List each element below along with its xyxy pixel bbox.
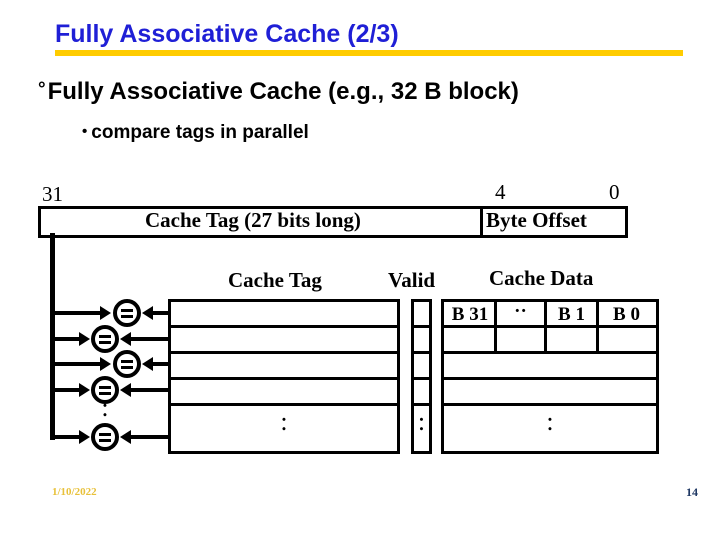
tag-compare-return-row-4	[130, 388, 180, 392]
data-cell-divider	[544, 302, 547, 328]
cache-tag-rows-ellipsis: :	[271, 407, 297, 436]
address-bit-4-label: 4	[495, 180, 506, 204]
table-row[interactable]	[171, 380, 397, 406]
address-bit-0-label: 0	[609, 180, 620, 204]
bullet-level1-text: Fully Associative Cache (e.g., 32 B bloc…	[47, 78, 519, 105]
tag-return-arrow-row-2	[120, 332, 131, 346]
ellipsis-dot: :	[280, 407, 288, 436]
bullet-level1-marker: °	[38, 79, 46, 100]
table-row[interactable]	[414, 328, 429, 354]
tag-wire-row-5	[50, 435, 82, 439]
tag-compare-return-row-3	[152, 362, 180, 366]
ellipsis-dot: :	[546, 407, 554, 436]
address-field-divider	[480, 206, 483, 238]
table-row[interactable]	[444, 380, 656, 406]
table-row[interactable]	[171, 328, 397, 354]
tag-return-arrow-row-1	[142, 306, 153, 320]
page-title: Fully Associative Cache (2/3)	[55, 20, 399, 48]
tag-broadcast-wire	[50, 233, 55, 440]
tag-wire-row-1	[50, 311, 102, 315]
tag-wire-row-3	[50, 362, 102, 366]
cache-data-rows-ellipsis: :	[537, 407, 563, 436]
ellipsis-dot: :	[417, 407, 426, 436]
valid-rows-ellipsis: :	[409, 407, 435, 436]
cache-tag-table: :	[168, 299, 400, 454]
comparator-row-2	[91, 325, 119, 353]
ellipsis-dot-upper: :	[101, 393, 109, 422]
tag-arrow-row-2	[79, 332, 90, 346]
data-cell-divider	[596, 302, 599, 328]
bullet-level2-text: compare tags in parallel	[91, 122, 309, 143]
valid-bit-column: :	[411, 299, 432, 454]
bullet-level2-marker: •	[82, 123, 88, 140]
table-row[interactable]	[414, 354, 429, 380]
bullet-level2: •compare tags in parallel	[82, 122, 309, 144]
comparator-column-ellipsis: :	[92, 393, 118, 422]
tag-arrow-row-5	[79, 430, 90, 444]
table-row[interactable]: :	[171, 406, 397, 451]
comparator-row-3	[113, 350, 141, 378]
comparator-row-5	[91, 423, 119, 451]
comparator-row-1	[113, 299, 141, 327]
table-row[interactable]	[171, 302, 397, 328]
data-cell-divider	[596, 328, 599, 354]
tag-arrow-row-3	[100, 357, 111, 371]
tag-wire-row-4	[50, 388, 82, 392]
data-cell-divider	[494, 302, 497, 328]
footer-page-number: 14	[686, 485, 698, 499]
title-underline-rule	[55, 50, 683, 56]
tag-return-arrow-row-4	[120, 383, 131, 397]
data-byte-label-b31: B 31	[451, 304, 489, 325]
table-row[interactable]	[414, 302, 429, 328]
table-row[interactable]	[171, 354, 397, 380]
address-cache-tag-field-label: Cache Tag (27 bits long)	[145, 208, 361, 232]
tag-compare-return-row-5	[130, 435, 180, 439]
cache-data-table: B 31 ·· B 1 B 0 :	[441, 299, 659, 454]
data-cell-divider	[544, 328, 547, 354]
table-row[interactable]: :	[414, 406, 429, 451]
column-header-valid: Valid	[388, 268, 436, 292]
data-cell-divider	[494, 328, 497, 354]
tag-arrow-row-4	[79, 383, 90, 397]
table-row[interactable]	[444, 328, 656, 354]
tag-wire-row-2	[50, 337, 82, 341]
comparator-row-4	[91, 376, 119, 404]
data-byte-label-ellipsis: ··	[514, 301, 527, 322]
data-byte-label-b1: B 1	[558, 304, 585, 325]
data-byte-label-b0: B 0	[613, 304, 640, 325]
table-row[interactable]: :	[444, 406, 656, 451]
tag-arrow-row-1	[100, 306, 111, 320]
address-byte-offset-field-label: Byte Offset	[486, 208, 587, 232]
table-row[interactable]	[444, 354, 656, 380]
address-bit-31-label: 31	[42, 182, 63, 206]
column-header-cache-tag: Cache Tag	[228, 268, 322, 292]
bullet-level1: °Fully Associative Cache (e.g., 32 B blo…	[38, 78, 519, 106]
tag-return-arrow-row-5	[120, 430, 131, 444]
table-row[interactable]	[414, 380, 429, 406]
table-row[interactable]: B 31 ·· B 1 B 0	[444, 301, 656, 328]
tag-return-arrow-row-3	[142, 357, 153, 371]
tag-compare-return-row-1	[152, 311, 180, 315]
tag-compare-return-row-2	[130, 337, 180, 341]
column-header-cache-data: Cache Data	[489, 266, 594, 290]
footer-date: 1/10/2022	[52, 486, 97, 498]
address-breakdown-bar	[38, 206, 628, 238]
